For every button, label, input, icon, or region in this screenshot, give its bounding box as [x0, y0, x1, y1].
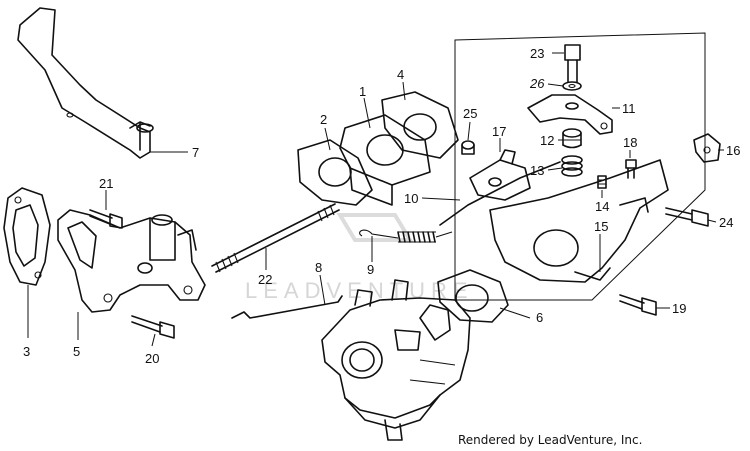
callout-19: 19 [672, 301, 686, 316]
part-25-screw [461, 140, 475, 155]
callout-4: 4 [397, 67, 404, 82]
part-22-stud [211, 203, 340, 273]
callout-10: 10 [404, 191, 418, 206]
part-9-spring [359, 229, 453, 243]
callout-2: 2 [320, 112, 327, 127]
part-18-screw [625, 159, 637, 179]
carburetor-body [321, 279, 471, 441]
callout-17: 17 [492, 124, 506, 139]
callout-14: 14 [595, 199, 609, 214]
part-10-link [439, 161, 561, 226]
callout-3: 3 [23, 344, 30, 359]
part-26-washer [562, 81, 582, 91]
part-4-gasket [381, 91, 459, 159]
part-11-lever [527, 94, 613, 135]
callout-15: 15 [594, 219, 608, 234]
part-14-screw [597, 175, 607, 189]
callout-13: 13 [530, 163, 544, 178]
callout-22: 22 [258, 272, 272, 287]
callout-5: 5 [73, 344, 80, 359]
callout-8: 8 [315, 260, 322, 275]
part-12-collar [562, 128, 582, 149]
callout-11: 11 [622, 101, 636, 116]
callout-25: 25 [463, 106, 477, 121]
credit-text: Rendered by LeadVenture, Inc. [458, 433, 642, 447]
callout-20: 20 [145, 351, 159, 366]
part-19-bolt [619, 294, 657, 316]
part-13-spring [561, 155, 583, 177]
callout-16: 16 [726, 143, 740, 158]
leader-lines [27, 52, 724, 347]
callout-18: 18 [623, 135, 637, 150]
part-20-bolt [131, 315, 175, 339]
part-17-arm [469, 149, 531, 201]
part-23-bolt [564, 44, 581, 83]
part-7-lever [17, 7, 154, 159]
callout-21: 21 [99, 176, 113, 191]
part-8-rod [231, 295, 343, 319]
callout-9: 9 [367, 262, 374, 277]
callout-7: 7 [192, 145, 199, 160]
part-24-bolt [665, 207, 709, 227]
part-5-manifold [57, 209, 206, 313]
assembly-frame [454, 32, 706, 301]
callout-1: 1 [359, 84, 366, 99]
part-15-bracket [489, 159, 669, 283]
part-16-clip [693, 133, 721, 163]
callout-23: 23 [530, 46, 544, 61]
callout-labels: 1 2 3 4 5 6 7 8 9 10 11 12 13 14 15 16 1… [23, 46, 740, 366]
part-3-gasket [3, 187, 51, 286]
callout-12: 12 [540, 133, 554, 148]
callout-24: 24 [719, 215, 733, 230]
part-6-gasket [437, 269, 509, 323]
part-21-bolt [89, 209, 123, 229]
callout-6: 6 [536, 310, 543, 325]
part-1-insulator [339, 114, 431, 206]
callout-26: 26 [529, 76, 545, 91]
